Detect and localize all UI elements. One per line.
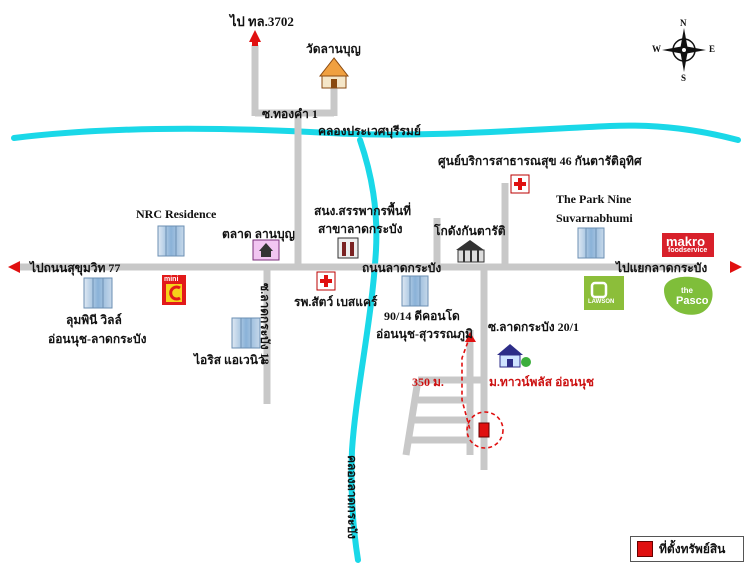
label-condo-90-2: อ่อนนุช-สุวรรณภูมิ — [376, 327, 473, 341]
petcare-hospital-icon — [316, 271, 336, 291]
makro-logo — [662, 233, 714, 257]
temple-icon — [318, 57, 350, 89]
label-iris-avenue: ไอริส แอเวนิว — [194, 353, 265, 367]
route-arrow-icon — [465, 332, 476, 342]
label-health-center: ศูนย์บริการสาธารณสุข 46 กันตารัติอุทิศ — [438, 154, 642, 168]
label-condo-90-1: 90/14 ดีคอนโด — [384, 309, 460, 323]
label-pasco-the: the — [681, 286, 693, 295]
canal-prawet — [11, 122, 741, 143]
building-iris-icon — [231, 317, 261, 349]
revenue-office-icon — [456, 240, 485, 263]
map-legend: ที่ตั้งทรัพย์สิน — [630, 536, 744, 562]
label-lat-krabang-road: ถนนลาดกระบัง — [362, 261, 442, 275]
market-icon — [252, 239, 280, 261]
property-marker — [478, 422, 490, 438]
property-circle — [466, 411, 504, 449]
label-lumpini-1: ลุมพินี วิลล์ — [66, 313, 122, 327]
label-pasco: Pasco — [676, 295, 709, 307]
label-nrc-residence: NRC Residence — [136, 207, 217, 221]
lawson-logo — [584, 276, 624, 310]
label-park-nine-2: Suvarnabhumi — [556, 211, 633, 225]
compass-w: W — [652, 44, 661, 54]
building-dcondo-icon — [401, 275, 429, 307]
townplus-house-icon — [497, 344, 531, 368]
mini-c-logo — [162, 275, 186, 305]
compass-s: S — [681, 73, 687, 83]
canal-lat-krabang — [348, 137, 380, 563]
arrow-north-icon — [249, 30, 261, 42]
label-lanboon-market: ตลาด ลานบุญ — [222, 227, 295, 241]
building-nrc-icon — [157, 225, 185, 257]
pasco-logo — [664, 276, 713, 315]
label-to-route-3702: ไป ทล.3702 — [230, 14, 294, 29]
route-dashed-line — [461, 335, 471, 431]
health-center-icon — [510, 174, 530, 194]
legend-property-label: ที่ตั้งทรัพย์สิน — [659, 541, 726, 556]
label-makro-sub: foodservice — [668, 247, 708, 254]
compass-e: E — [709, 44, 716, 54]
compass-n: N — [680, 18, 687, 28]
arrow-west-icon — [8, 261, 20, 273]
arrow-east-icon — [730, 261, 742, 273]
building-lumpini-icon — [83, 277, 113, 309]
label-townplus: ม.ทาวน์พลัส อ่อนนุช — [489, 375, 595, 389]
label-to-sukhumvit77: ไปถนนสุขุมวิท 77 — [30, 261, 121, 275]
label-makro: makro — [666, 234, 706, 249]
label-revenue-office-1: สนง.สรรพากรพื้นที่ — [314, 204, 411, 218]
label-to-lat-krabang-jn: ไปแยกลาดกระบัง — [616, 261, 708, 275]
label-soi-thongkham: ซ.ทองคำ 1 — [262, 107, 318, 121]
label-temple: วัดลานบุญ — [306, 42, 361, 56]
legend-property-swatch — [637, 541, 653, 557]
label-lawson: LAWSON — [588, 299, 615, 305]
compass-rose-icon — [662, 28, 706, 72]
label-soi-ladkrabang20: ซ.ลาดกระบัง 20/1 — [488, 320, 579, 334]
label-kolang-kantarati: โกดังกันตารัติ — [434, 224, 506, 238]
label-park-nine-1: The Park Nine — [556, 192, 632, 206]
road-branch-left — [402, 379, 422, 456]
label-mini-c: mini — [164, 276, 179, 283]
label-lumpini-2: อ่อนนุช-ลาดกระบัง — [48, 332, 147, 346]
label-revenue-office-2: สาขาลาดกระบัง — [318, 222, 403, 236]
gov-office-icon — [337, 237, 359, 259]
label-petcare-hospital: รพ.สัตว์ เบสแคร์ — [294, 295, 378, 309]
label-canal-prawet: คลองประเวศบุรีรมย์ — [318, 124, 421, 138]
label-distance: 350 ม. — [412, 375, 444, 389]
building-parknine-icon — [577, 227, 605, 259]
label-canal-lower: คลองลาดกระบัง — [345, 455, 359, 539]
